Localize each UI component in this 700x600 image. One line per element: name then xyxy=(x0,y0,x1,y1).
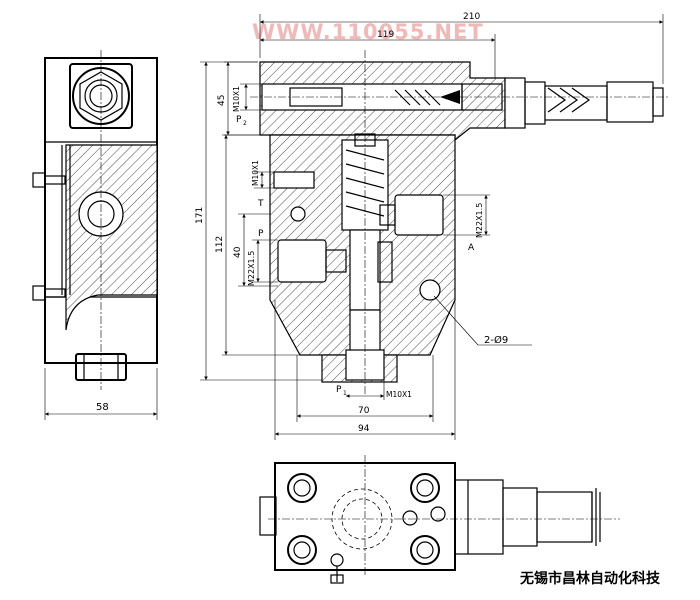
bolt-head-icon xyxy=(287,535,317,565)
thread-m22-left: M22X1.5 xyxy=(247,251,256,286)
dim-94: 94 xyxy=(358,424,370,434)
thread-m22-right: M22X1.5 xyxy=(475,203,484,238)
adjust-knob-icon xyxy=(652,87,664,117)
bolt-head-icon xyxy=(287,473,317,503)
thread-m10-top: M10X1 xyxy=(232,86,241,112)
dim-45: 45 xyxy=(217,95,227,106)
side-view: 58 xyxy=(32,50,158,420)
company-name: 无锡市昌林自动化科技 xyxy=(520,571,660,587)
port-p: P xyxy=(258,229,264,239)
port-labels: P 2 T P A P 1 xyxy=(236,115,475,397)
dim-171: 171 xyxy=(195,207,205,224)
thread-m10-mid: M10X1 xyxy=(251,160,260,186)
dimensions: 210 119 171 112 45 40 70 94 xyxy=(195,12,664,440)
thread-m10-bottom: M10X1 xyxy=(386,390,412,399)
bolt-head-icon xyxy=(410,473,440,503)
dim-70: 70 xyxy=(358,406,370,416)
bolt-icon xyxy=(32,285,66,301)
dim-210: 210 xyxy=(463,12,480,22)
port-t: T xyxy=(257,199,264,209)
bolt-head-icon xyxy=(410,535,440,565)
top-view xyxy=(259,455,620,584)
dim-119: 119 xyxy=(377,30,394,40)
dim-40: 40 xyxy=(233,246,243,258)
dim-58: 58 xyxy=(96,402,109,413)
port-p1: P xyxy=(336,385,342,395)
front-section-view xyxy=(250,50,670,395)
port-a: A xyxy=(468,243,475,253)
bolt-icon xyxy=(32,172,66,188)
dim-112: 112 xyxy=(215,236,225,253)
port-p1-sub: 1 xyxy=(343,390,347,397)
port-p2: P xyxy=(236,115,242,125)
port-p2-sub: 2 xyxy=(243,120,247,127)
holes-label: 2-Ø9 xyxy=(484,334,508,346)
